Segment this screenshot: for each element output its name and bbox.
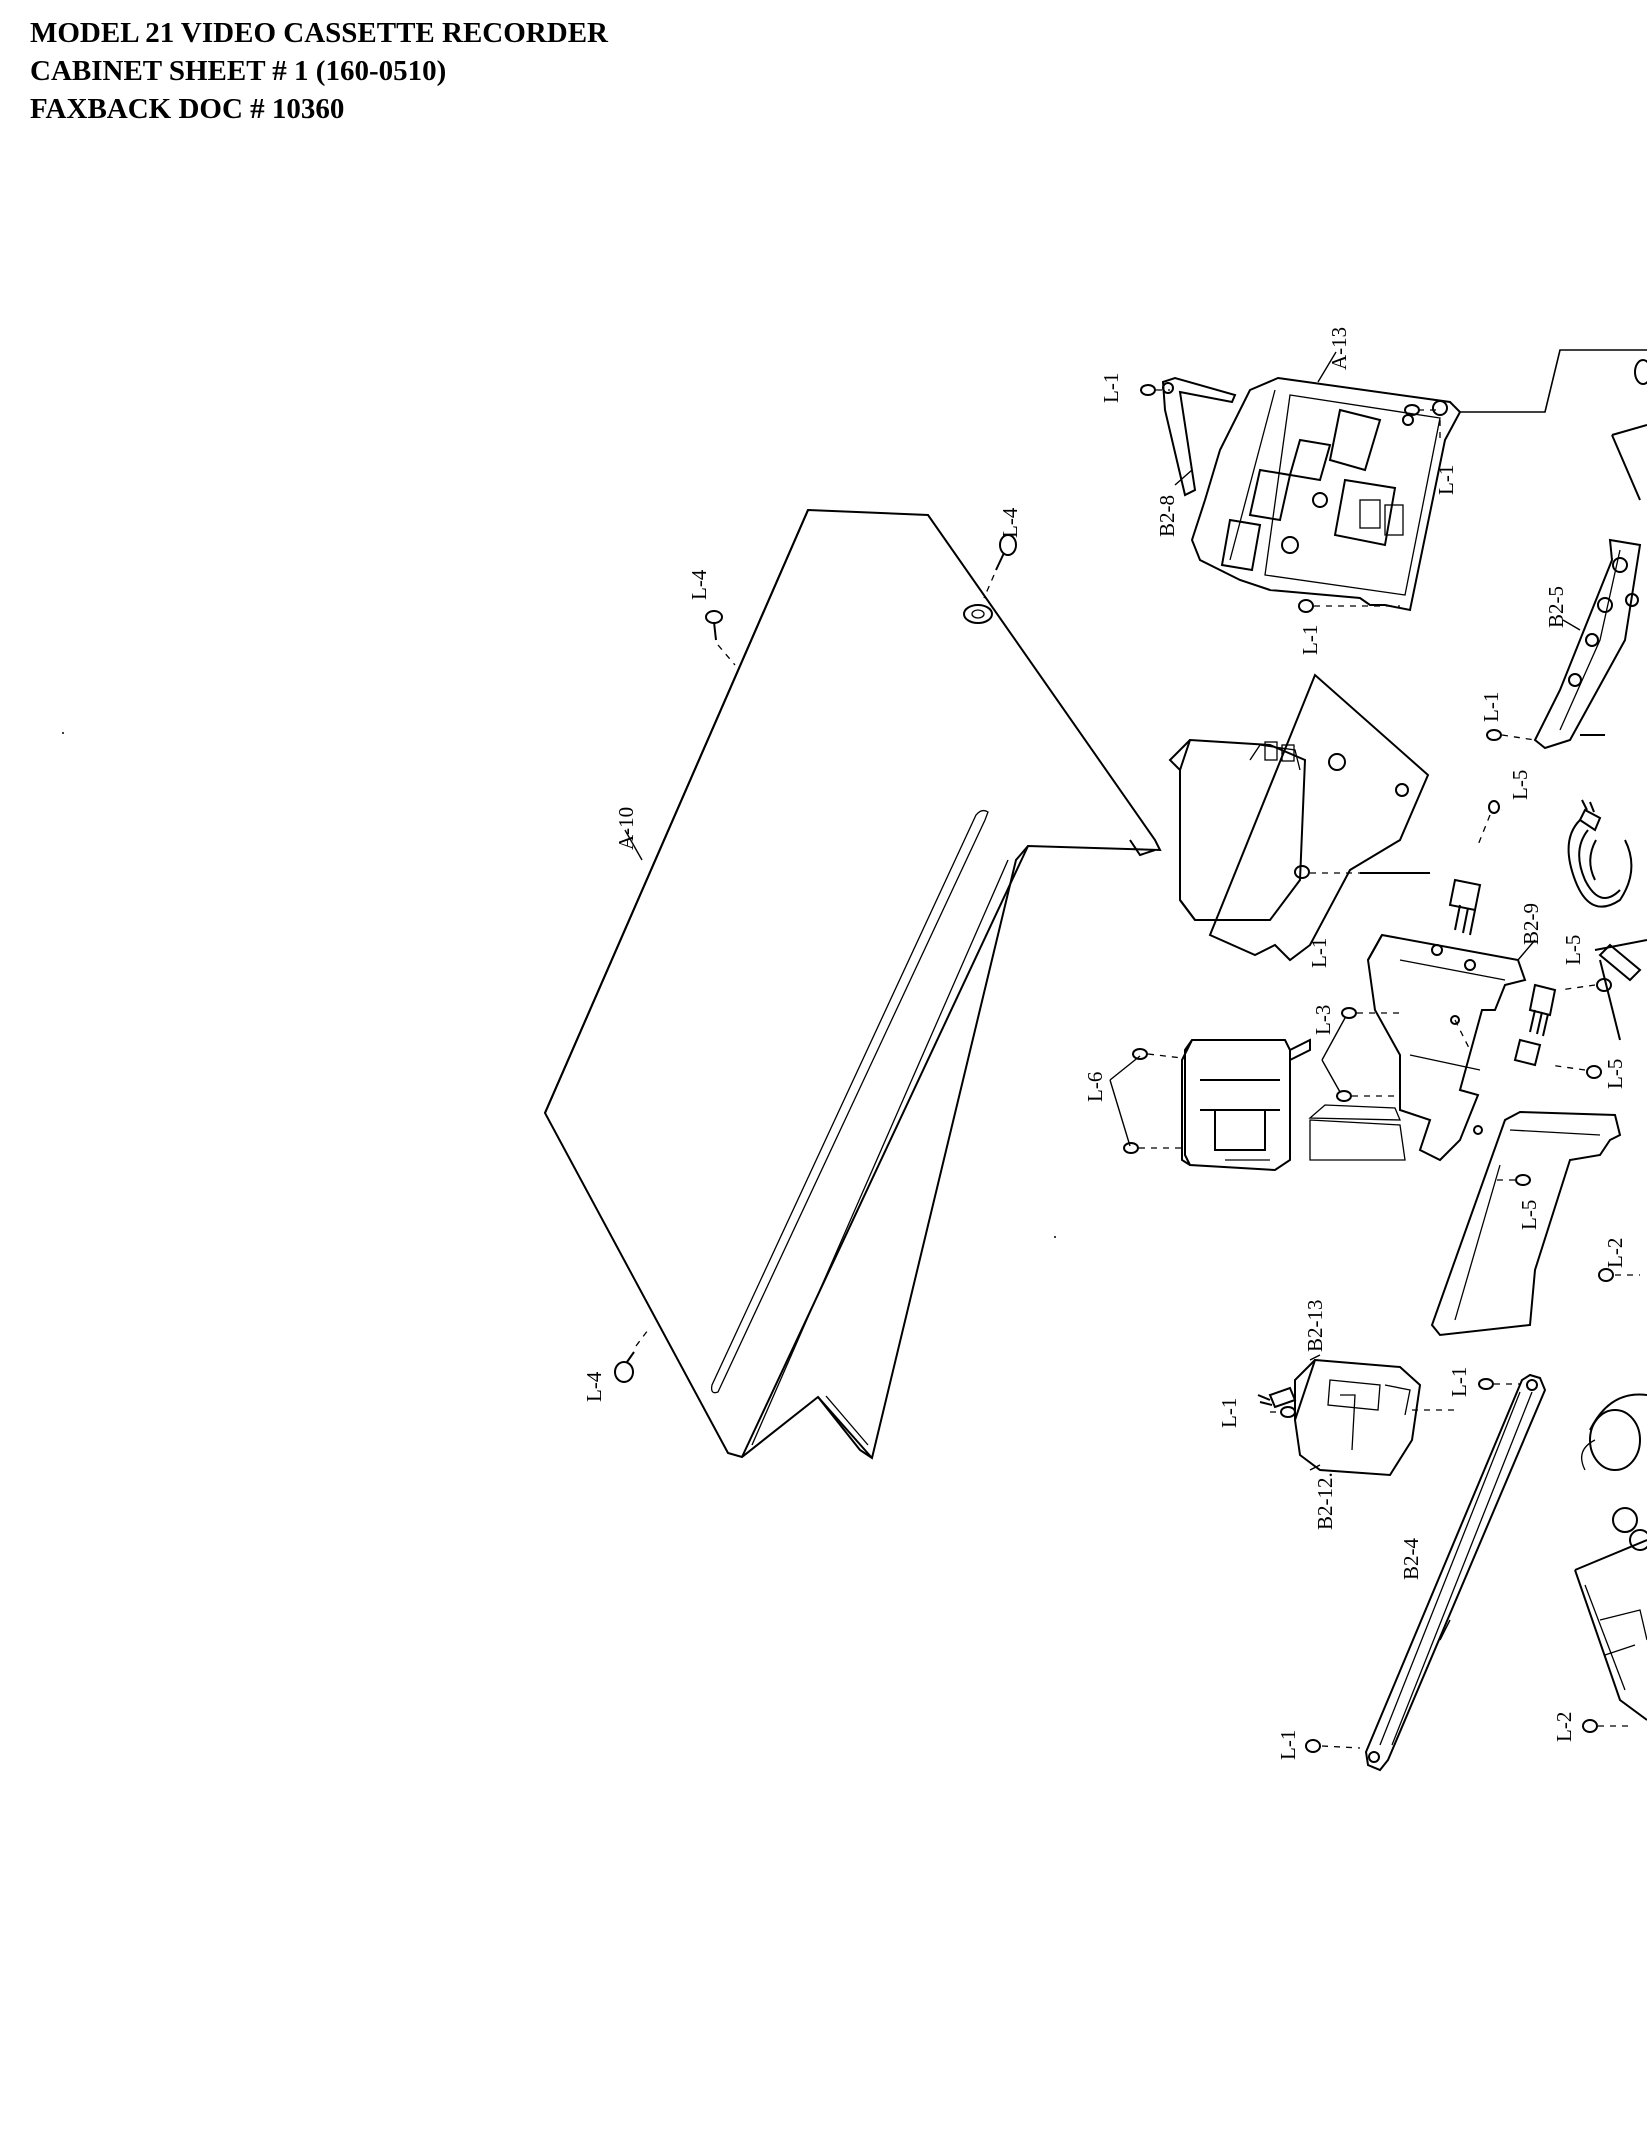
label-l1-b2-4-top: L-1	[1447, 1367, 1471, 1397]
label-l4-right: L-4	[998, 507, 1022, 538]
screw-l5-right	[1559, 978, 1612, 992]
label-b2-12: B2-12.	[1313, 1472, 1337, 1530]
label-l1-a13-right: L-1	[1434, 465, 1458, 495]
screw-l1-b2-4-bottom	[1305, 1739, 1361, 1753]
power-cord	[1567, 799, 1647, 1041]
label-b2-8: B2-8	[1155, 495, 1179, 537]
screw-l5-lower-right	[1549, 1064, 1602, 1079]
label-l4-bottom: L-4	[582, 1371, 606, 1402]
part-labels: A-10 L-4 L-4 L-4 A-13 L-1 B2-8 L-1 L-1 B…	[582, 327, 1627, 1760]
header-model-title: MODEL 21 VIDEO CASSETTE RECORDER	[30, 17, 608, 49]
label-l3: L-3	[1311, 1005, 1335, 1035]
label-a13: A-13	[1327, 327, 1351, 370]
label-l5-lower-right: L-5	[1603, 1059, 1627, 1089]
leader-lines	[624, 351, 1581, 1641]
transistor-b2-9-lower	[1513, 983, 1557, 1067]
callout-line-a13	[1460, 349, 1647, 413]
screw-l6-top	[1132, 1048, 1183, 1060]
label-a10: A-10	[614, 807, 638, 850]
power-board-upper	[1168, 673, 1430, 962]
callout-l3	[1321, 1017, 1346, 1093]
lever-b2-8	[1161, 376, 1237, 497]
label-l6: L-6	[1083, 1072, 1107, 1102]
screw-l3-upper	[1341, 1007, 1400, 1019]
top-cover-a10	[543, 508, 1162, 1460]
label-b2-13: B2-13	[1303, 1300, 1327, 1353]
header-sheet-number: CABINET SHEET # 1 (160-0510)	[30, 55, 447, 87]
bracket-b2-5	[1533, 538, 1642, 750]
screw-l3-lower	[1336, 1090, 1395, 1102]
screw-l2-upper	[1598, 1268, 1640, 1282]
insulator-sheet	[1308, 1104, 1406, 1161]
label-l1-power-board: L-1	[1307, 938, 1331, 968]
front-chassis-a13	[1190, 376, 1462, 612]
partial-chassis-bottom-right	[1574, 1393, 1647, 1721]
screw-l1-a13-top	[1140, 384, 1170, 396]
transistor-b2-13	[1257, 1386, 1297, 1409]
label-l2-upper: L-2	[1603, 1238, 1627, 1268]
screw-l5-upper	[1477, 800, 1500, 846]
label-b2-4: B2-4	[1399, 1538, 1423, 1581]
bracket-b2-9	[1366, 933, 1527, 1162]
rear-panel	[1430, 1110, 1622, 1337]
bracket-b2-4	[1364, 1373, 1547, 1772]
scan-speck	[62, 732, 64, 734]
screw-l1-b2-13	[1270, 1406, 1296, 1418]
label-l1-b2-13: L-1	[1217, 1398, 1241, 1428]
screw-l1-a13-right	[1404, 404, 1441, 440]
callout-l6	[1109, 1055, 1141, 1147]
label-l5-rear-panel: L-5	[1517, 1200, 1541, 1230]
label-b2-5: B2-5	[1544, 586, 1568, 628]
label-l5-upper: L-5	[1508, 770, 1532, 800]
label-l1-a13-top: L-1	[1099, 373, 1123, 403]
scan-speck	[1054, 1236, 1056, 1238]
screw-l4-top	[705, 610, 736, 666]
module-b2-12-b2-13	[1293, 1358, 1460, 1477]
screw-l2-lower	[1582, 1719, 1630, 1733]
screw-l4-right	[983, 534, 1017, 599]
label-l4-top: L-4	[687, 569, 711, 600]
screw-l1-b2-5	[1486, 729, 1605, 741]
transistor-b2-9-upper	[1448, 878, 1482, 936]
screw-l1-b2-4-top	[1478, 1378, 1520, 1390]
screw-l4-bottom	[614, 1329, 649, 1383]
label-l5-right: L-5	[1561, 935, 1585, 965]
header-faxback-doc: FAXBACK DOC # 10360	[30, 93, 345, 125]
screw-l1-power-board	[1294, 865, 1310, 879]
document-header: MODEL 21 VIDEO CASSETTE RECORDER CABINET…	[30, 14, 608, 128]
screw-l6-bottom	[1123, 1142, 1185, 1154]
label-l1-b2-5: L-1	[1479, 692, 1503, 722]
label-b2-9: B2-9	[1519, 903, 1543, 945]
label-l1-b2-4-bottom: L-1	[1276, 1730, 1300, 1760]
label-l1-a13-bottom: L-1	[1298, 625, 1322, 655]
partial-part-top-right	[1611, 359, 1647, 501]
label-l2-lower: L-2	[1552, 1712, 1576, 1742]
transformer	[1181, 1038, 1311, 1172]
screw-l1-a13-bottom	[1298, 599, 1400, 613]
